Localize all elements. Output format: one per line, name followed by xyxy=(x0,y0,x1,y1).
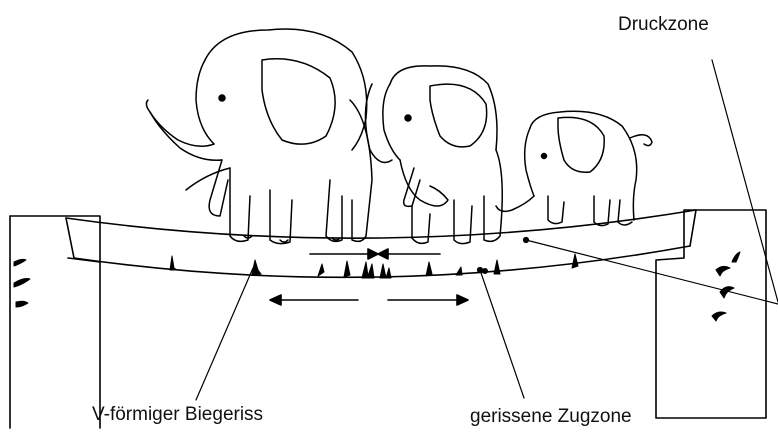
druckzone-label: Druckzone xyxy=(618,14,709,35)
right-support-crack xyxy=(711,251,741,322)
crack-mark xyxy=(169,255,178,271)
crack-marks xyxy=(169,253,579,279)
crack-mark xyxy=(482,268,488,274)
left-support-crack xyxy=(13,258,31,308)
druckzone-leader-line xyxy=(711,59,778,303)
crack-mark xyxy=(317,263,325,277)
elephant-icon xyxy=(145,28,373,245)
crack-mark xyxy=(493,259,501,275)
v-crack-leader-line xyxy=(195,267,254,401)
crack-mark xyxy=(379,263,392,279)
left-support xyxy=(9,215,101,429)
force-arrows xyxy=(269,248,469,306)
crack-mark xyxy=(571,253,579,269)
crack-mark xyxy=(361,261,375,279)
elephant-icon xyxy=(364,65,503,245)
tension-zone-label: gerissene Zugzone xyxy=(470,406,632,427)
druckzone-pointer-line xyxy=(525,239,778,305)
bent-beam xyxy=(65,209,697,279)
crack-mark xyxy=(251,259,262,275)
v-crack-label: V-förmiger Biegeriss xyxy=(92,404,264,425)
elephant-icon xyxy=(495,110,653,227)
crack-mark xyxy=(343,260,351,278)
crack-mark xyxy=(455,266,463,276)
crack-mark xyxy=(425,261,433,277)
leader-lines xyxy=(195,59,778,401)
right-support xyxy=(655,209,767,419)
zugzone-leader-line xyxy=(479,269,525,399)
